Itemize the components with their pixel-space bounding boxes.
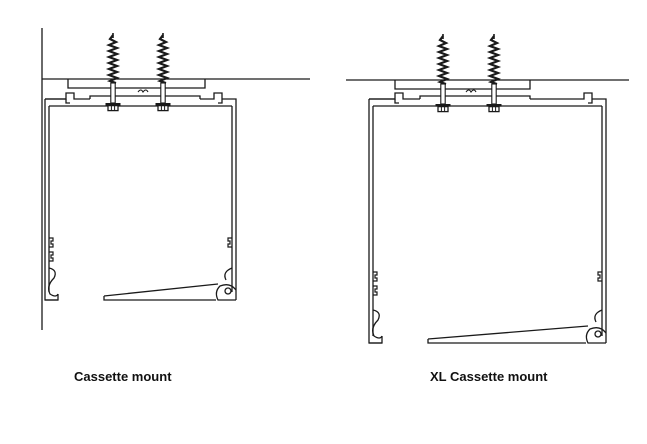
lag-screw-icon — [485, 32, 503, 113]
bottom-bar — [427, 325, 589, 344]
mounting-bracket — [67, 79, 206, 89]
xl-cassette-mount-drawing — [346, 79, 629, 344]
cassette-mount-drawing — [41, 28, 310, 330]
cassette-mount-caption: Cassette mount — [74, 369, 172, 384]
cassette-outer-profile — [368, 98, 607, 344]
xl-cassette-mount-caption: XL Cassette mount — [430, 369, 548, 384]
lag-screw-icon — [154, 31, 172, 112]
bottom-bar — [103, 283, 219, 301]
lag-screw-icon — [104, 31, 122, 112]
lag-screw-icon — [434, 32, 452, 113]
cassette-outer-profile — [44, 98, 237, 301]
mounting-bracket — [394, 80, 531, 90]
